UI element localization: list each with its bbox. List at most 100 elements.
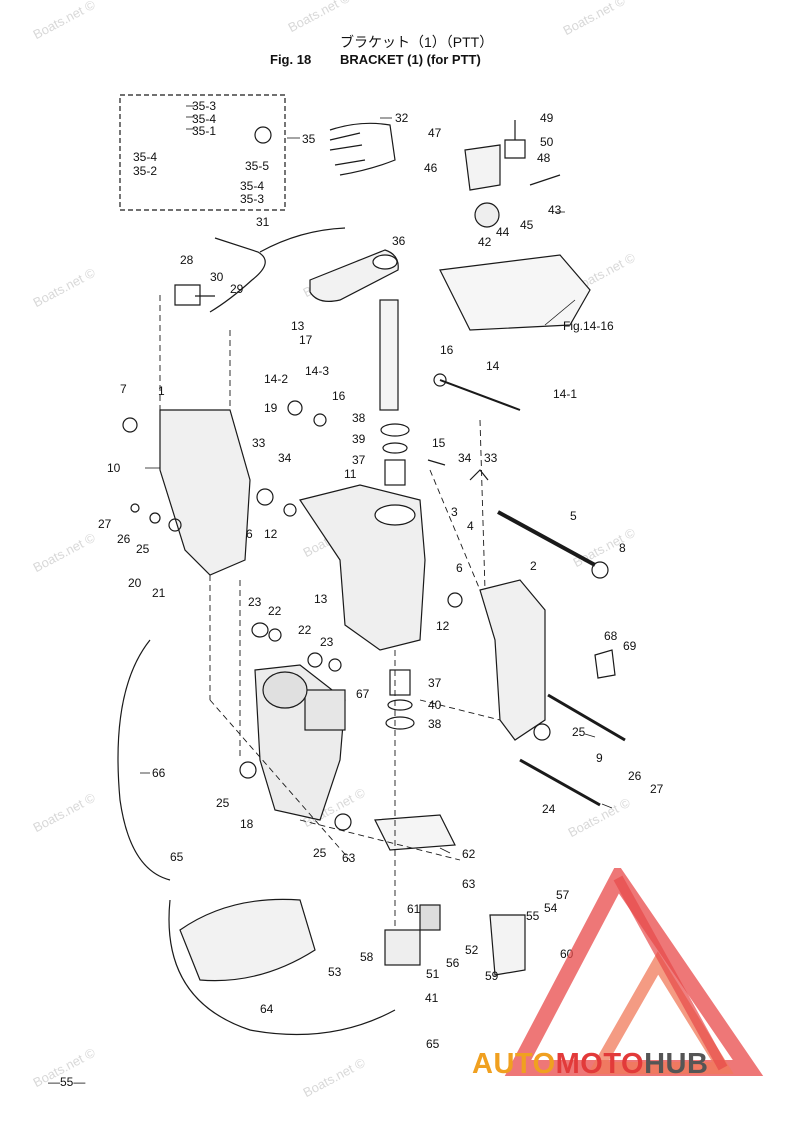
callout-label: 23 — [248, 595, 262, 609]
callout-label: 35-3 — [192, 99, 217, 113]
logo-part-moto: MOTO — [555, 1048, 645, 1080]
callout-label: 6 — [246, 527, 253, 541]
callout-label: 26 — [117, 532, 131, 546]
callout-label: 14-3 — [305, 364, 330, 378]
automotohub-logo-mark — [504, 868, 764, 1076]
callout-label: 22 — [268, 604, 282, 618]
callout-label: 39 — [352, 432, 366, 446]
callout-label: 35-5 — [245, 159, 270, 173]
page-number: —55— — [48, 1075, 86, 1089]
callout-label: 35-4 — [192, 112, 217, 126]
callout-label: 27 — [98, 517, 112, 531]
callout-label: 9 — [596, 751, 603, 765]
callout-label: 35 — [302, 132, 316, 146]
callout-label: 49 — [540, 111, 554, 125]
callout-label: 14-1 — [553, 387, 578, 401]
callout-label: 44 — [496, 225, 510, 239]
callout-label: 34 — [458, 451, 472, 465]
callout-label: 65 — [426, 1037, 440, 1051]
callout-label: 43 — [548, 203, 562, 217]
callout-label: 31 — [256, 215, 270, 229]
callout-label: 52 — [465, 943, 479, 957]
callout-label: 42 — [478, 235, 492, 249]
callout-label: 35-2 — [133, 164, 158, 178]
callout-label: 46 — [424, 161, 438, 175]
callout-label: 68 — [604, 629, 618, 643]
callout-label: 69 — [623, 639, 637, 653]
figure-number: Fig. 18 — [270, 52, 312, 67]
callout-label: 1 — [158, 384, 165, 398]
callout-label: 54 — [544, 901, 558, 915]
callout-label: 35-1 — [192, 124, 217, 138]
callout-label: 45 — [520, 218, 534, 232]
callout-label: 4 — [467, 519, 474, 533]
logo-part-hub: HUB — [644, 1048, 709, 1080]
callout-label: 24 — [542, 802, 556, 816]
callout-label: 36 — [392, 234, 406, 248]
callout-label: 25 — [136, 542, 150, 556]
callout-label: 51 — [426, 967, 440, 981]
callout-label: 29 — [230, 282, 244, 296]
callout-label: 53 — [328, 965, 342, 979]
callout-label: 33 — [484, 451, 498, 465]
callout-label: 16 — [440, 343, 454, 357]
callout-label: 15 — [432, 436, 446, 450]
callout-label: 35-3 — [240, 192, 265, 206]
callout-label: 20 — [128, 576, 142, 590]
callout-label: 59 — [485, 969, 499, 983]
callout-label: 17 — [299, 333, 313, 347]
fig-reference: Fig.14-16 — [563, 319, 614, 333]
callout-label: 62 — [462, 847, 476, 861]
automotohub-logo-text: AUTOMOTOHUB — [472, 1048, 708, 1081]
callout-label: 63 — [342, 851, 356, 865]
callout-label: 14 — [486, 359, 500, 373]
callout-label: 5 — [570, 509, 577, 523]
callout-label: 66 — [152, 766, 166, 780]
japanese-title: ブラケット（1）（PTT） — [340, 34, 494, 50]
callout-label: 67 — [356, 687, 370, 701]
callout-label: 30 — [210, 270, 224, 284]
callout-label: 37 — [428, 676, 442, 690]
callout-label: 6 — [456, 561, 463, 575]
callout-label: 16 — [332, 389, 346, 403]
callout-label: 10 — [107, 461, 121, 475]
callout-label: 32 — [395, 111, 409, 125]
callout-label: 26 — [628, 769, 642, 783]
callout-label: 11 — [344, 467, 357, 481]
callout-label: 50 — [540, 135, 554, 149]
logo-part-auto: AUTO — [472, 1048, 556, 1080]
callout-label: 3 — [451, 505, 458, 519]
callout-label: 13 — [314, 592, 328, 606]
callout-label: 25 — [313, 846, 327, 860]
callout-label: 48 — [537, 151, 551, 165]
callout-label: 63 — [462, 877, 476, 891]
callout-label: 21 — [152, 586, 166, 600]
callout-label: 27 — [650, 782, 664, 796]
callout-label: 7 — [120, 382, 127, 396]
callout-label: 35-4 — [240, 179, 265, 193]
figure-title: BRACKET (1) (for PTT) — [340, 52, 481, 67]
callout-label: 64 — [260, 1002, 274, 1016]
callout-label: 58 — [360, 950, 374, 964]
callout-label: 37 — [352, 453, 366, 467]
callout-label: 56 — [446, 956, 460, 970]
callout-label: 38 — [428, 717, 442, 731]
callout-label: 28 — [180, 253, 194, 267]
callout-label: 33 — [252, 436, 266, 450]
callout-label: 8 — [619, 541, 626, 555]
callout-label: 65 — [170, 850, 184, 864]
callout-label: 34 — [278, 451, 292, 465]
callout-label: 61 — [407, 902, 421, 916]
callout-label: 18 — [240, 817, 254, 831]
callout-label: 57 — [556, 888, 570, 902]
subassembly-box-35 — [119, 94, 286, 211]
callout-label: 12 — [264, 527, 278, 541]
callout-label: 55 — [526, 909, 540, 923]
callout-label: 13 — [291, 319, 305, 333]
callout-label: 14-2 — [264, 372, 289, 386]
callout-label: 38 — [352, 411, 366, 425]
callout-label: 25 — [216, 796, 230, 810]
callout-label: 40 — [428, 698, 442, 712]
